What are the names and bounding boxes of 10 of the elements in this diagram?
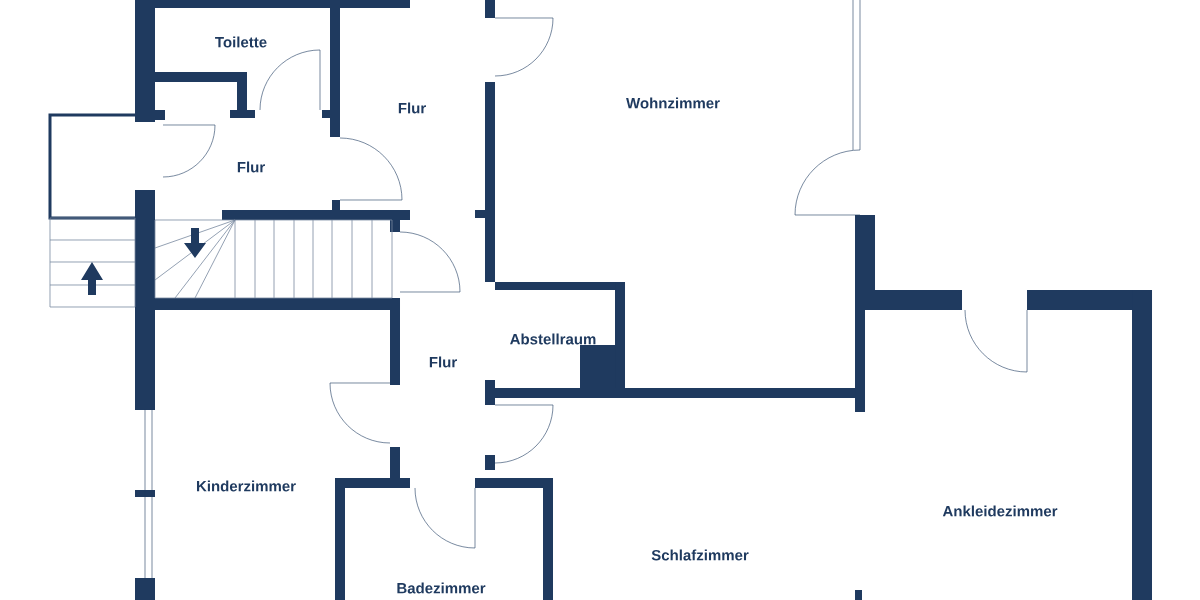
room-label: Flur — [398, 102, 426, 114]
room-label: Schlafzimmer — [651, 549, 749, 561]
room-label: Kinderzimmer — [197, 480, 296, 492]
room-label: Flur — [429, 356, 457, 368]
room-label: Badezimmer — [397, 582, 486, 594]
room-label: Toilette — [215, 36, 267, 48]
room-label: Flur — [237, 161, 265, 173]
room-label: Abstellraum — [510, 333, 596, 345]
room-label: Wohnzimmer — [626, 97, 720, 109]
room-label: Ankleidezimmer — [942, 505, 1058, 517]
